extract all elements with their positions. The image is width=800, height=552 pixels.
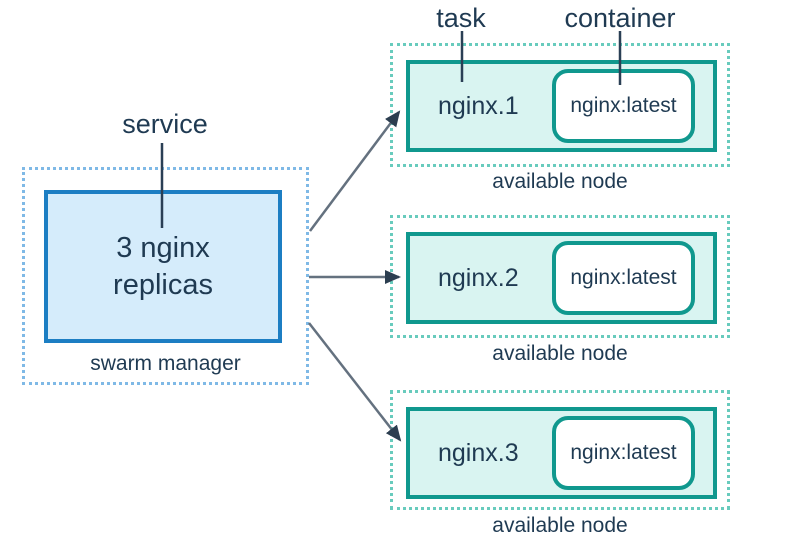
arrow-manager-to-node-3 xyxy=(308,322,402,442)
task-box-3: nginx.3 nginx:latest xyxy=(406,407,717,499)
task-box-1: nginx.1 nginx:latest xyxy=(406,60,717,152)
node-3-boundary: nginx.3 nginx:latest xyxy=(390,390,730,510)
task-name-1: nginx.1 xyxy=(438,91,519,120)
container-image-1: nginx:latest xyxy=(570,94,677,117)
container-box-2: nginx:latest xyxy=(552,241,695,315)
container-label: container xyxy=(564,3,676,33)
task-label: task xyxy=(436,3,486,33)
node-3-caption: available node xyxy=(492,514,628,537)
node-1-caption: available node xyxy=(492,170,628,193)
node-2-caption: available node xyxy=(492,342,628,365)
service-label: service xyxy=(122,109,208,139)
container-image-2: nginx:latest xyxy=(570,266,677,289)
swarm-manager-boundary xyxy=(22,167,309,385)
arrow-manager-to-node-1 xyxy=(308,110,401,232)
task-name-3: nginx.3 xyxy=(438,438,519,467)
task-name-2: nginx.2 xyxy=(438,263,519,292)
service-box: 3 nginx replicas xyxy=(44,190,282,343)
swarm-manager-caption: swarm manager xyxy=(90,352,241,375)
task-box-2: nginx.2 nginx:latest xyxy=(406,232,717,324)
container-image-3: nginx:latest xyxy=(570,441,677,464)
node-2-boundary: nginx.2 nginx:latest xyxy=(390,215,730,338)
container-box-1: nginx:latest xyxy=(552,69,695,143)
container-box-3: nginx:latest xyxy=(552,416,695,490)
service-replicas-text: 3 nginx replicas xyxy=(113,232,213,301)
node-1-boundary: nginx.1 nginx:latest xyxy=(390,43,730,167)
